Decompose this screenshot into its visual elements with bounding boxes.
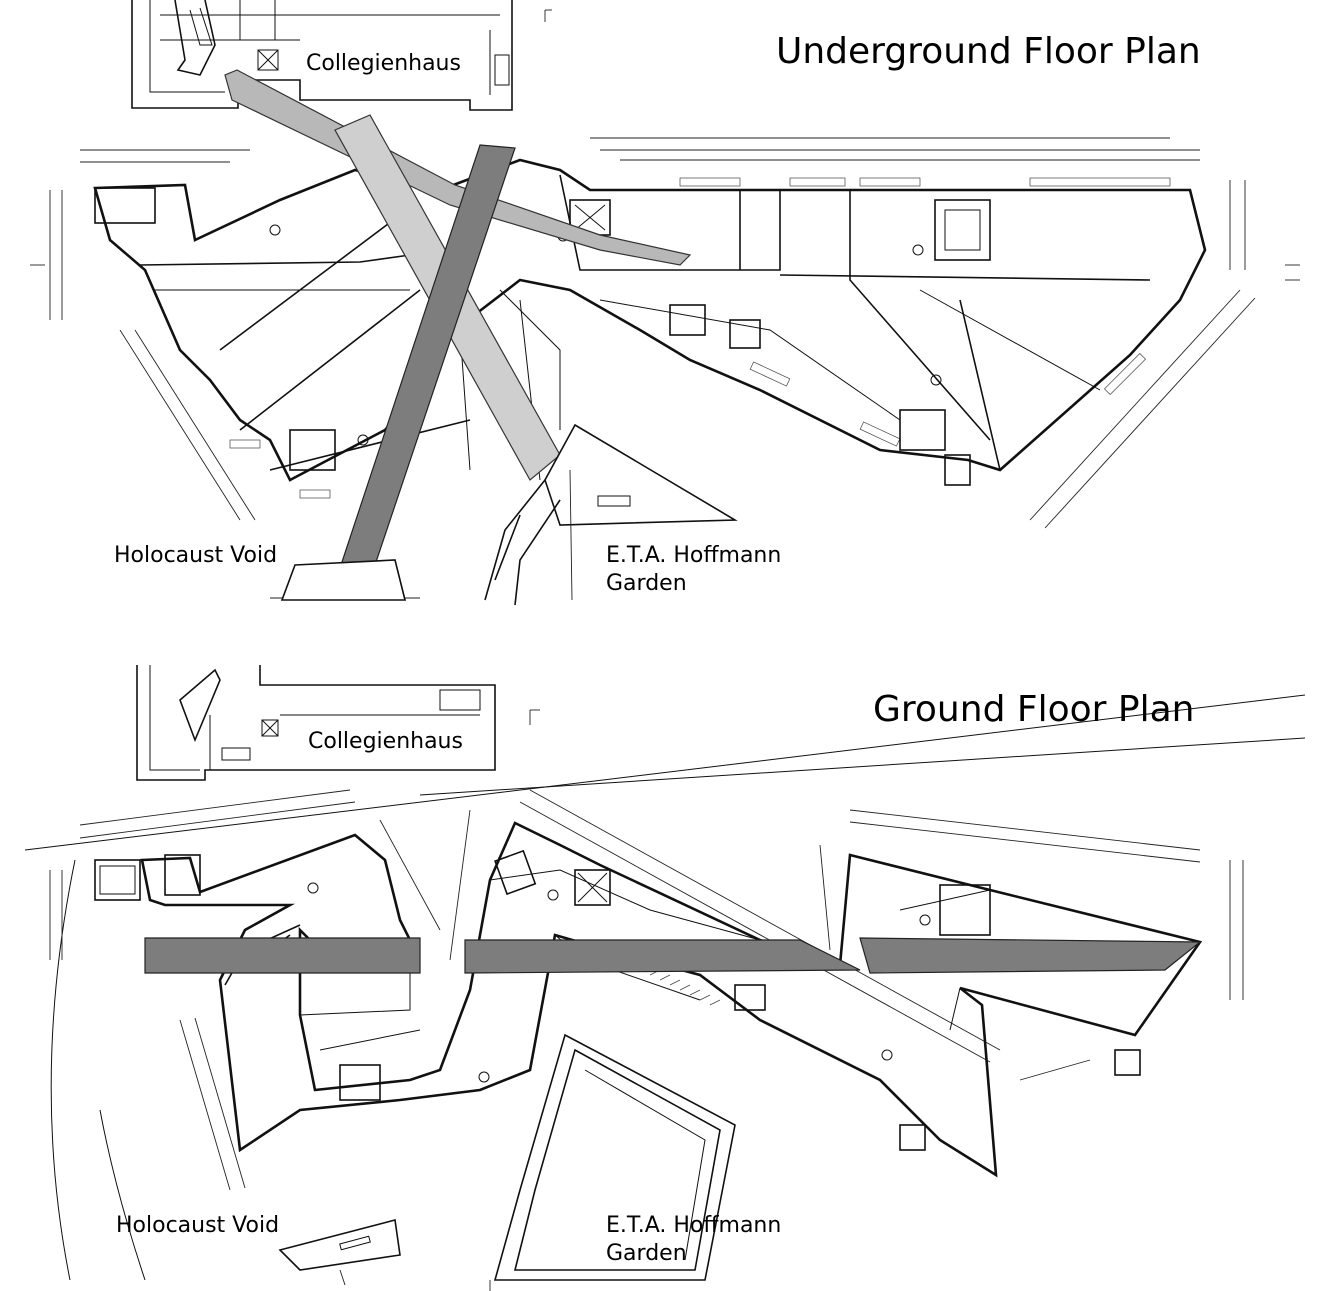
collegienhaus-building-ground [136,665,540,781]
site-reference-lines-ground [24,694,1306,1281]
holocaust-void-label-ground: Holocaust Void [116,1213,280,1238]
collegienhaus-building-underground [131,0,513,111]
hoffmann-garden-label-line1-ground: E.T.A. Hoffmann [606,1213,782,1238]
garden-and-void-underground [280,423,738,606]
ground-floor-plan-title: Ground Floor Plan [873,689,1195,730]
hoffmann-garden-label-line1-underground: E.T.A. Hoffmann [606,543,782,568]
hoffmann-garden-label-line2-underground: Garden [606,571,687,596]
ground-plan-drawing [24,665,1306,1291]
collegienhaus-label-ground: Collegienhaus [308,729,463,754]
hoffmann-garden-label-line2-ground: Garden [606,1241,687,1266]
void-strip-ground [144,937,1202,974]
dimension-lines-ground [49,789,1244,1191]
ground-floor-plan: Ground Floor Plan Collegienhaus Holocaus… [0,630,1322,1291]
dimension-lines-underground [30,9,1300,599]
holocaust-void-label-underground: Holocaust Void [114,543,278,568]
garden-and-void-ground [278,1033,736,1291]
underground-plan-drawing [30,0,1300,606]
underground-floor-plan: Underground Floor Plan Collegienhaus Hol… [0,0,1322,620]
museum-outline-underground [93,158,1207,499]
collegienhaus-label-underground: Collegienhaus [306,51,461,76]
axes-underground [224,69,692,569]
underground-floor-plan-title: Underground Floor Plan [776,31,1201,72]
